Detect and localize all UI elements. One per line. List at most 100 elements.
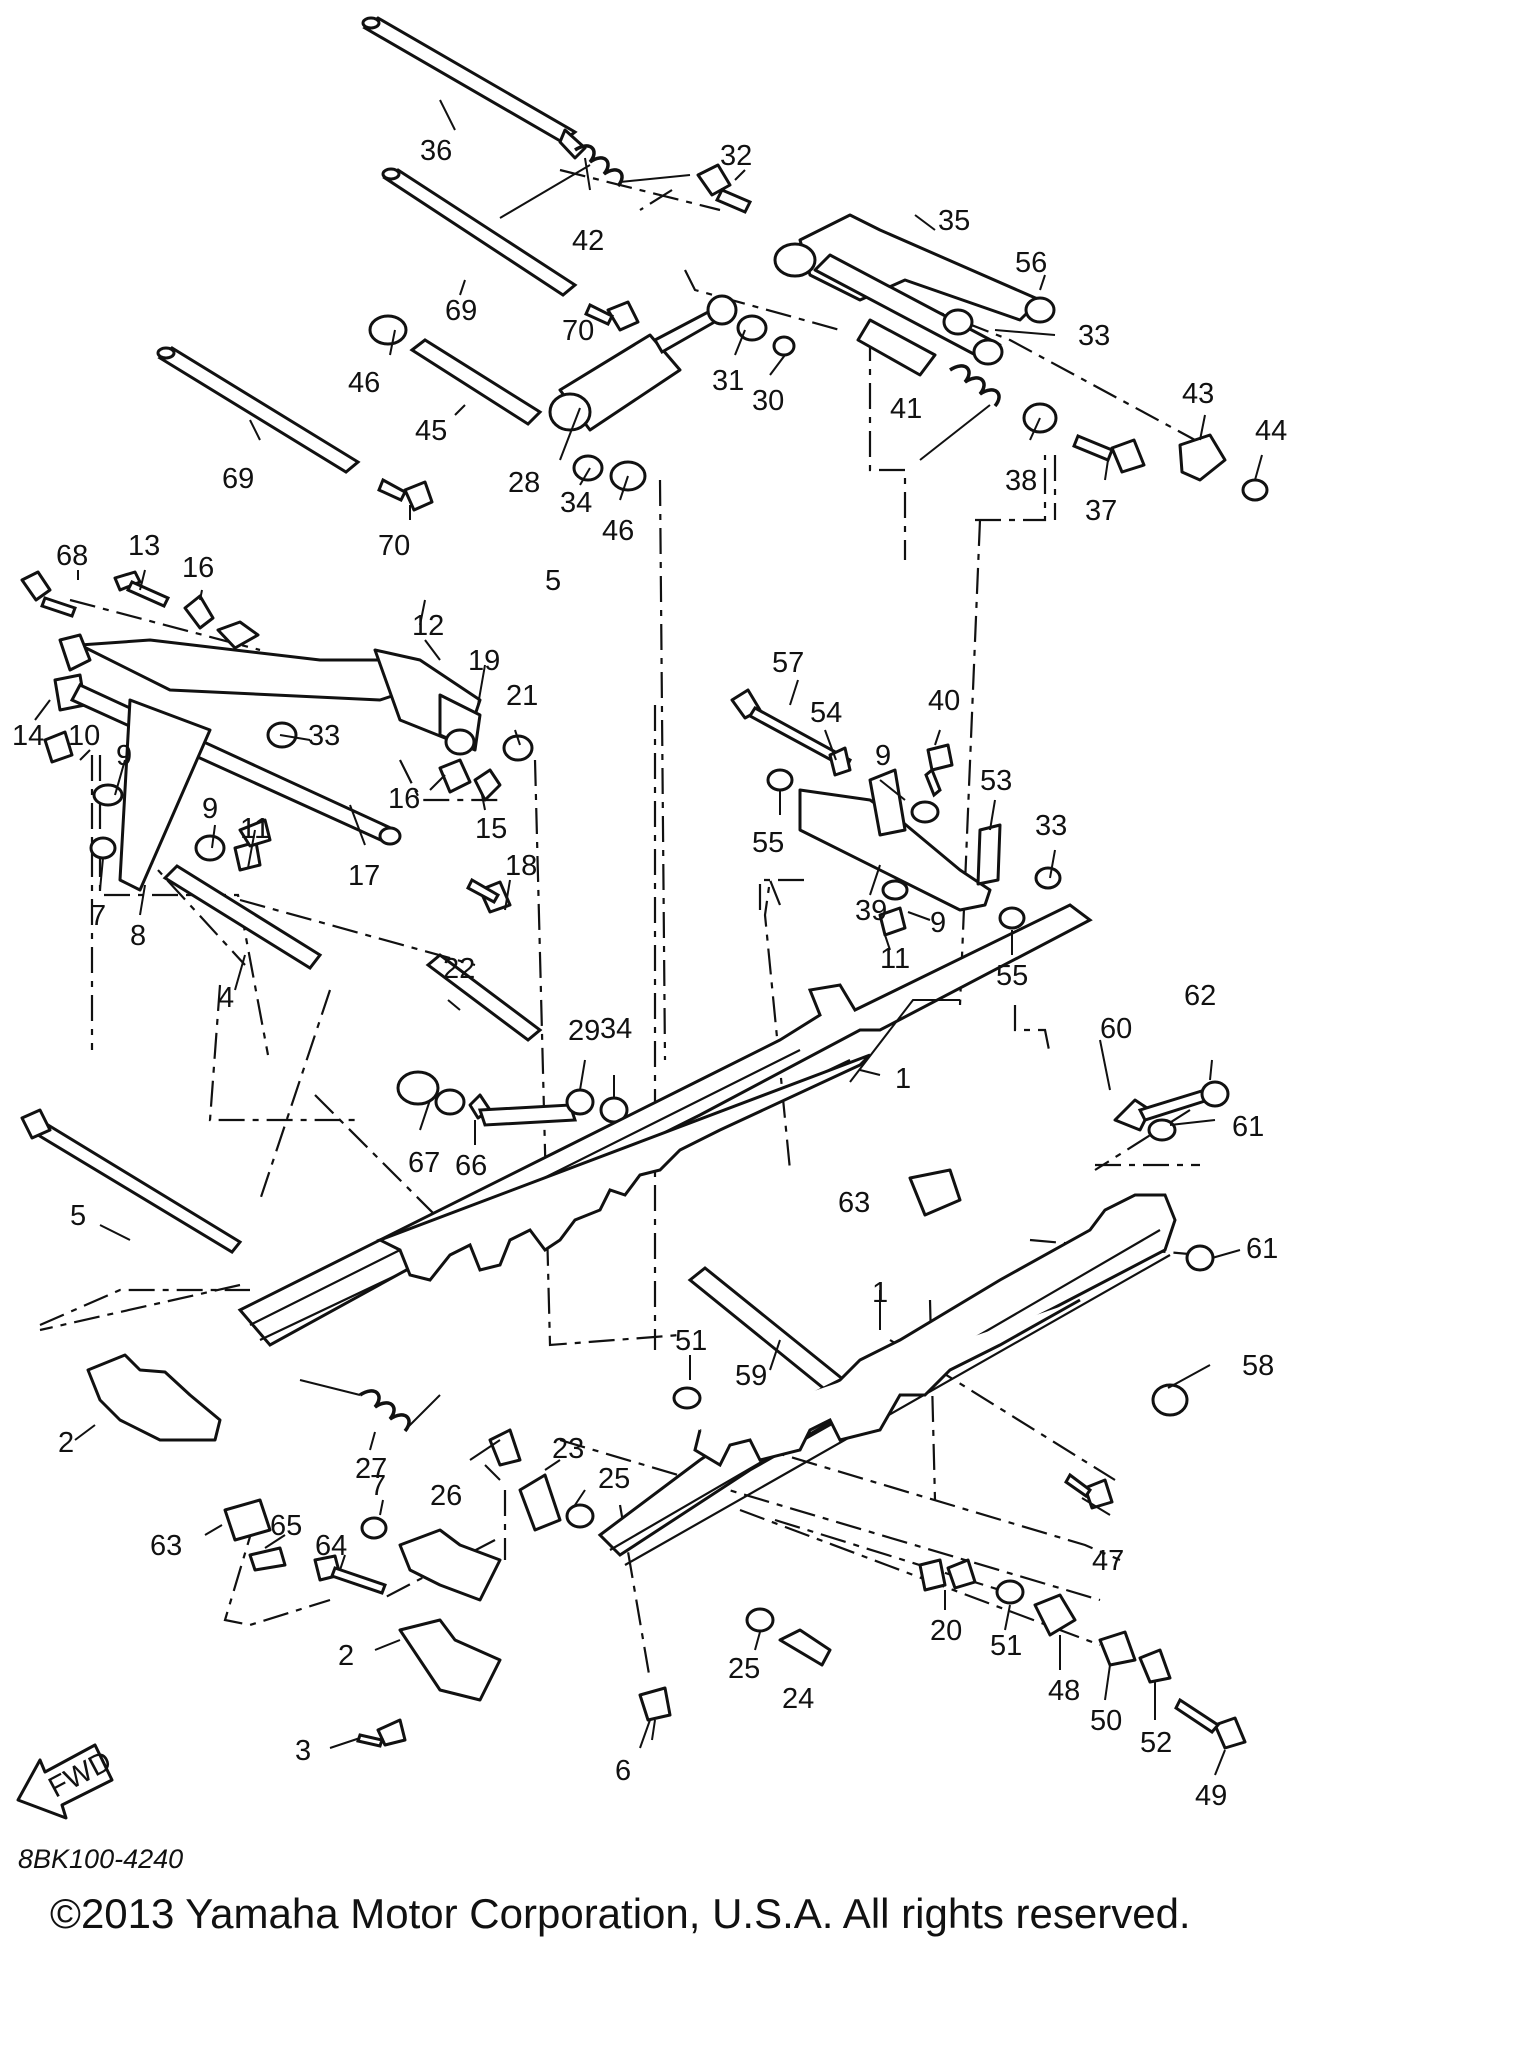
callout-label: 14 xyxy=(12,720,44,752)
callout-label: 64 xyxy=(315,1530,347,1562)
callout-label: 2 xyxy=(338,1640,354,1672)
callout-label: 9 xyxy=(875,740,891,772)
callout-label: 39 xyxy=(855,895,887,927)
callout-label: 54 xyxy=(810,697,842,729)
callout-label: 35 xyxy=(938,205,970,237)
callout-label: 40 xyxy=(928,685,960,717)
callout-label: 48 xyxy=(1048,1675,1080,1707)
callout-label: 17 xyxy=(348,860,380,892)
callout-label: 19 xyxy=(468,645,500,677)
callout-label: 30 xyxy=(752,385,784,417)
front-arm-assembly xyxy=(20,570,534,970)
callout-label: 24 xyxy=(782,1683,814,1715)
callout-label: 56 xyxy=(1015,247,1047,279)
callout-label: 62 xyxy=(1184,980,1216,1012)
callout-label: 51 xyxy=(990,1630,1022,1662)
callout-label: 49 xyxy=(1195,1780,1227,1812)
callout-label: 44 xyxy=(1255,415,1287,447)
callout-label: 12 xyxy=(412,610,444,642)
callout-label: 37 xyxy=(1085,495,1117,527)
callout-label: 67 xyxy=(408,1147,440,1179)
callout-label: 16 xyxy=(388,783,420,815)
callout-label: 16 xyxy=(182,552,214,584)
callout-label: 11 xyxy=(240,813,270,845)
callout-label: 23 xyxy=(552,1433,584,1465)
callout-label: 20 xyxy=(930,1615,962,1647)
callout-label: 8 xyxy=(130,920,146,952)
callout-label: 52 xyxy=(1140,1727,1172,1759)
callout-label: 69 xyxy=(222,463,254,495)
callout-label: 25 xyxy=(598,1463,630,1495)
callout-label: 36 xyxy=(420,135,452,167)
callout-label: 32 xyxy=(720,140,752,172)
callout-label: 55 xyxy=(996,960,1028,992)
callout-label: 70 xyxy=(378,530,410,562)
callout-label: 6 xyxy=(615,1755,631,1787)
callout-label: 7 xyxy=(90,900,106,932)
callout-label: 38 xyxy=(1005,465,1037,497)
callout-label: 51 xyxy=(675,1325,707,1357)
callout-label: 41 xyxy=(890,393,922,425)
callout-label: 45 xyxy=(415,415,447,447)
callout-label: 9 xyxy=(930,907,946,939)
fwd-arrow-icon: FWD xyxy=(16,1743,117,1820)
callout-label: 43 xyxy=(1182,378,1214,410)
callout-label: 26 xyxy=(430,1480,462,1512)
callout-label: 53 xyxy=(980,765,1012,797)
callout-label: 7 xyxy=(370,1470,386,1502)
callout-label: 42 xyxy=(572,225,604,257)
callout-label: 2 xyxy=(58,1427,74,1459)
callout-numbers: 36 42 32 35 56 69 70 46 45 31 30 33 41 4… xyxy=(12,135,1287,1812)
callout-label: 63 xyxy=(150,1530,182,1562)
callout-label: 33 xyxy=(1078,320,1110,352)
callout-label: 47 xyxy=(1092,1545,1124,1577)
callout-label: 55 xyxy=(752,827,784,859)
callout-label: 46 xyxy=(602,515,634,547)
callout-label: 4 xyxy=(218,982,234,1014)
callout-label: 25 xyxy=(728,1653,760,1685)
callout-label: 33 xyxy=(1035,810,1067,842)
lower-parts xyxy=(223,1379,1247,1750)
callout-label: 18 xyxy=(505,850,537,882)
slide-rails xyxy=(86,903,1177,1702)
callout-label: 3 xyxy=(295,1735,311,1767)
callout-label: 61 xyxy=(1232,1111,1264,1143)
callout-label: 28 xyxy=(508,467,540,499)
callout-label: 46 xyxy=(348,367,380,399)
callout-label: 33 xyxy=(308,720,340,752)
copyright-text: ©2013 Yamaha Motor Corporation, U.S.A. A… xyxy=(50,1890,1191,1937)
callout-label: 21 xyxy=(506,680,538,712)
callout-label: 5 xyxy=(70,1200,86,1232)
callout-label: 9 xyxy=(116,740,132,772)
leader-lines xyxy=(34,99,1263,1776)
drawing-code: 8BK100-4240 xyxy=(18,1844,183,1874)
callout-label: 63 xyxy=(838,1187,870,1219)
upper-assembly xyxy=(156,16,1269,512)
alignment-lines xyxy=(39,168,1201,1681)
callout-label: 57 xyxy=(772,647,804,679)
callout-label: 34 xyxy=(600,1013,632,1045)
callout-label: 68 xyxy=(56,540,88,572)
callout-label: 66 xyxy=(455,1150,487,1182)
callout-label: 10 xyxy=(68,720,100,752)
callout-label: 69 xyxy=(445,295,477,327)
callout-label: 11 xyxy=(880,943,910,975)
callout-label: 13 xyxy=(128,530,160,562)
callout-label: 9 xyxy=(202,793,218,825)
callout-label: 65 xyxy=(270,1510,302,1542)
callout-label: 1 xyxy=(872,1277,888,1309)
callout-label: 50 xyxy=(1090,1705,1122,1737)
rear-arm-assembly xyxy=(730,688,1062,937)
callout-label: 58 xyxy=(1242,1350,1274,1382)
callout-label: 34 xyxy=(560,487,592,519)
callout-label: 27 xyxy=(355,1453,387,1485)
callout-label: 5 xyxy=(545,565,561,597)
callout-label: 59 xyxy=(735,1360,767,1392)
callout-label: 61 xyxy=(1246,1233,1278,1265)
callout-label: 29 xyxy=(568,1015,600,1047)
callout-label: 31 xyxy=(712,365,744,397)
callout-label: 70 xyxy=(562,315,594,347)
callout-label: 1 xyxy=(895,1063,911,1095)
callout-label: 60 xyxy=(1100,1013,1132,1045)
callout-label: 15 xyxy=(475,813,507,845)
